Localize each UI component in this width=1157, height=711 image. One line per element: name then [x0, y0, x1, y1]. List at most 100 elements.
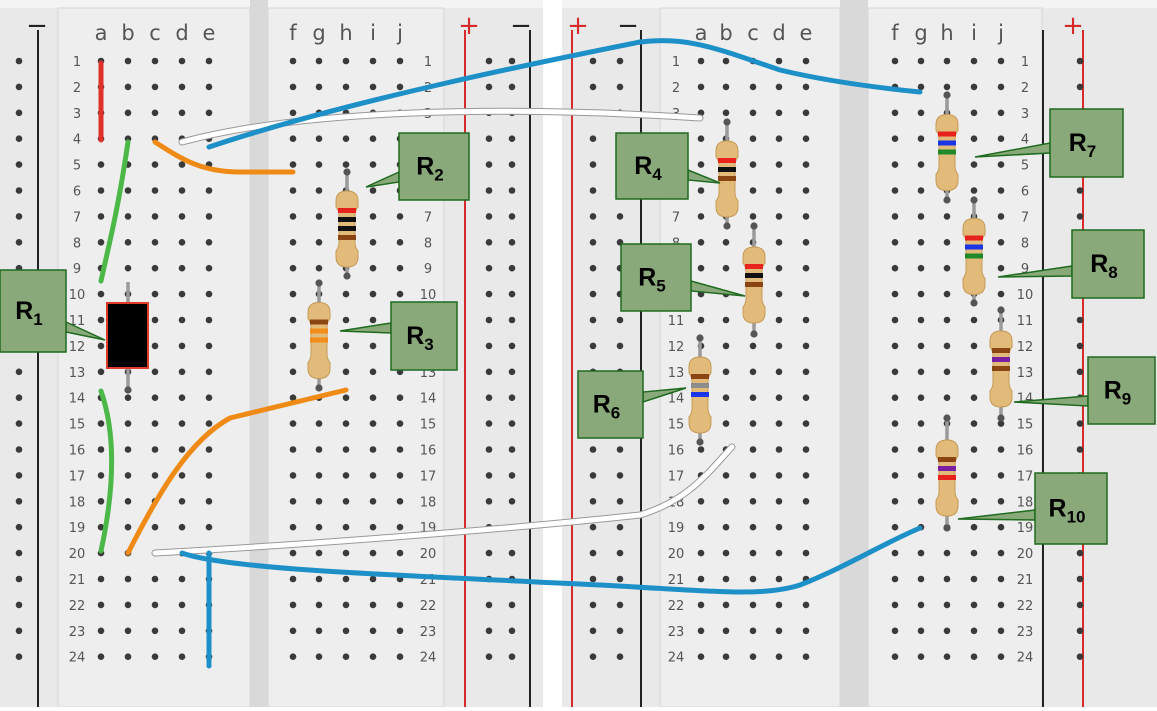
hole — [917, 161, 925, 168]
rail-sign-label: − — [510, 11, 532, 41]
resistor-r2 — [335, 168, 359, 280]
hole — [697, 239, 705, 246]
hole — [342, 420, 350, 427]
hole — [970, 161, 978, 168]
row-number: 1 — [73, 55, 81, 70]
row-number: 10 — [420, 288, 437, 303]
hole — [289, 653, 297, 660]
hole — [396, 239, 404, 246]
callout-box — [620, 243, 692, 312]
hole — [970, 135, 978, 142]
callout-label: R3 — [406, 322, 434, 354]
callout-subscript-text: 4 — [652, 165, 662, 184]
hole — [151, 290, 159, 298]
wire-green-upper — [98, 139, 131, 284]
hole — [289, 601, 297, 609]
row-number: 13 — [1017, 366, 1034, 381]
hole — [124, 575, 132, 583]
hole — [917, 368, 925, 376]
hole — [722, 472, 730, 479]
hole — [97, 368, 105, 376]
hole — [396, 472, 404, 479]
color-band — [691, 374, 709, 379]
rail-hole — [485, 549, 493, 557]
rail-hole — [508, 446, 516, 453]
hole — [97, 420, 105, 427]
rail-hole — [1076, 549, 1084, 557]
color-band — [718, 158, 736, 163]
row-number: 22 — [668, 599, 685, 614]
wire-orange-upper — [152, 139, 296, 175]
row-number: 23 — [668, 625, 685, 640]
hole — [315, 498, 323, 505]
callout-r2: R2 — [365, 132, 470, 201]
hole — [802, 394, 810, 402]
hole — [775, 601, 783, 609]
callout-box — [390, 301, 458, 371]
rail-hole — [616, 57, 624, 65]
color-band — [338, 217, 356, 222]
hole — [369, 264, 377, 272]
rail-hole — [589, 290, 597, 298]
hole — [97, 290, 105, 298]
hole — [749, 549, 757, 557]
rail-hole — [589, 57, 597, 65]
hole — [749, 342, 757, 350]
hole — [124, 239, 132, 246]
hole — [289, 83, 297, 91]
hole — [369, 316, 377, 324]
resistor-r3 — [307, 279, 331, 392]
rail-hole — [508, 213, 516, 220]
color-band — [938, 149, 956, 155]
hole — [315, 627, 323, 635]
row-number: 16 — [668, 444, 685, 459]
hole — [369, 498, 377, 505]
hole — [802, 601, 810, 609]
hole — [396, 653, 404, 660]
row-number: 23 — [1017, 625, 1034, 640]
rail-hole — [508, 135, 516, 142]
row-number: 24 — [668, 651, 685, 666]
hole — [369, 653, 377, 660]
rail-hole — [15, 187, 23, 194]
row-number: 19 — [668, 521, 685, 536]
color-band — [965, 235, 983, 241]
hole — [775, 627, 783, 635]
rail-hole — [508, 472, 516, 479]
hole — [697, 446, 705, 453]
rail-hole — [485, 498, 493, 505]
rail-hole — [485, 239, 493, 246]
rail-hole — [616, 549, 624, 557]
hole — [342, 472, 350, 479]
rail-hole — [589, 653, 597, 660]
hole — [369, 601, 377, 609]
hole — [97, 498, 105, 505]
rail-hole — [485, 264, 493, 272]
rail-hole — [15, 627, 23, 635]
hole — [917, 109, 925, 117]
hole — [342, 83, 350, 91]
rail-hole — [485, 420, 493, 427]
callout-label: R9 — [1104, 377, 1132, 409]
row-number: 14 — [69, 392, 86, 407]
hole — [802, 135, 810, 142]
callout-subscript-text: 6 — [611, 404, 620, 423]
hole — [205, 446, 213, 453]
lead-end — [943, 524, 951, 532]
column-letter: a — [95, 21, 108, 45]
wire-green-lower — [98, 388, 115, 554]
hole — [396, 264, 404, 272]
row-number: 16 — [1017, 444, 1034, 459]
column-letter: d — [175, 21, 188, 45]
rail-hole — [485, 627, 493, 635]
rail-hole — [589, 601, 597, 609]
hole — [151, 316, 159, 324]
hole — [722, 549, 730, 557]
hole — [775, 135, 783, 142]
callout-subscript-text: 10 — [1067, 508, 1086, 527]
color-band — [745, 282, 763, 287]
hole — [891, 264, 899, 272]
hole — [151, 446, 159, 453]
rail-hole — [15, 575, 23, 583]
hole — [178, 109, 186, 117]
